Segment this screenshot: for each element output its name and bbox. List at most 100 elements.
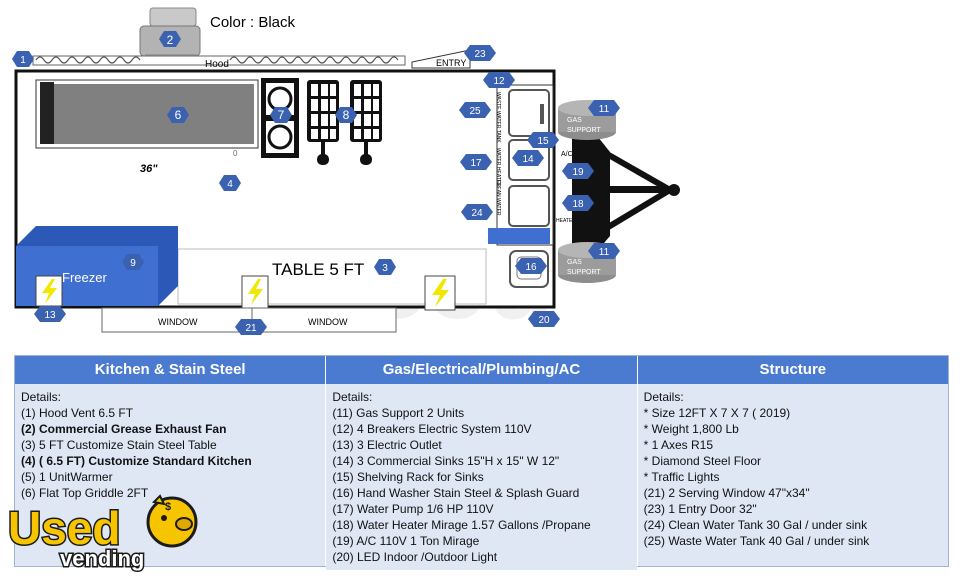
column-header: Gas/Electrical/Plumbing/AC xyxy=(326,356,637,384)
marker-number: 1 xyxy=(20,55,26,66)
spec-line: (20) LED Indoor /Outdoor Light xyxy=(332,550,498,564)
spec-line: (15) Shelving Rack for Sinks xyxy=(332,470,484,484)
marker-badge xyxy=(335,107,357,123)
serving-window xyxy=(101,307,253,333)
marker-number: 11 xyxy=(599,247,610,258)
marker-number: 4 xyxy=(227,179,233,190)
hood-label: Hood xyxy=(205,59,229,70)
outlet-icon xyxy=(241,275,269,309)
marker-number: 9 xyxy=(130,258,136,269)
column-body: Details: (11) Gas Support 2 Units (12) 4 B… xyxy=(326,384,637,570)
spec-line: (13) 3 Electric Outlet xyxy=(332,438,442,452)
spec-line: * Traffic Lights xyxy=(643,470,720,484)
specs-column-gas: Gas/Electrical/Plumbing/AC Details: (11) … xyxy=(326,356,638,570)
water-heater-label: WATER HEATER xyxy=(495,148,501,187)
serving-window xyxy=(251,307,397,333)
color-label: Color : Black xyxy=(210,14,296,31)
marker-number: 16 xyxy=(525,262,537,273)
sink-rack xyxy=(496,84,554,246)
spec-line: Details: xyxy=(332,390,373,404)
used-vending-logo: Used $ vending xyxy=(7,494,198,573)
spec-line: (21) 2 Serving Window 47"x34" xyxy=(643,486,810,500)
spec-line: * Size 12FT X 7 X 7 ( 2019) xyxy=(643,406,791,420)
outlet-icon xyxy=(424,275,456,311)
spec-line: * Weight 1,800 Lb xyxy=(643,422,739,436)
spec-line: (3) 5 FT Customize Stain Steel Table xyxy=(21,438,217,452)
spec-line: (6) Flat Top Griddle 2FT xyxy=(21,486,149,500)
spec-line: (19) A/C 110V 1 Ton Mirage xyxy=(332,534,480,548)
marker-badge xyxy=(167,107,189,123)
outlet-icon xyxy=(35,275,63,307)
spec-line: (24) Clean Water Tank 30 Gal / under sin… xyxy=(643,518,868,532)
marker-badge xyxy=(270,107,292,123)
marker-number: 7 xyxy=(278,108,285,122)
spec-line: (4) ( 6.5 FT) Customize Standard Kitchen xyxy=(21,454,252,468)
spec-line: * 1 Axes R15 xyxy=(643,438,714,452)
griddle-mark: 0 xyxy=(233,149,238,158)
marker-number: 17 xyxy=(470,158,482,169)
column-body: Details: * Size 12FT X 7 X 7 ( 2019) * Wei… xyxy=(637,384,948,566)
marker-number: 21 xyxy=(245,323,257,334)
spec-line: (2) Commercial Grease Exhaust Fan xyxy=(21,422,227,436)
marker-badge xyxy=(12,51,34,67)
water-heater xyxy=(488,228,550,244)
logo-word: Used xyxy=(8,502,120,554)
marker-badge xyxy=(512,150,544,166)
heater-label: HEATER xyxy=(556,218,576,224)
spec-line: (14) 3 Commercial Sinks 15"H x 15" W 12" xyxy=(332,454,560,468)
marker-badge xyxy=(34,306,66,322)
marker-number: 6 xyxy=(175,108,182,122)
marker-number: 13 xyxy=(44,310,56,321)
marker-badge xyxy=(122,254,144,270)
marker-number: 19 xyxy=(572,167,584,178)
spec-line: (17) Water Pump 1/6 HP 110V xyxy=(332,502,494,516)
spec-line: Details: xyxy=(643,390,684,404)
gas-support-label: SUPPORT xyxy=(567,269,601,276)
gas-support-label: SUPPORT xyxy=(567,127,601,134)
marker-badge xyxy=(219,175,241,191)
spec-line: * Diamond Steel Floor xyxy=(643,454,762,468)
specs-table: Kitchen & Stain Steel Details: (1) Hood V… xyxy=(14,355,949,570)
specs-column-structure: Structure Details:* Size 12FT X 7 X 7 ( … xyxy=(637,356,948,566)
entry-label: ENTRY xyxy=(436,58,466,68)
logo-subtitle: vending xyxy=(60,546,144,571)
flat-top-griddle xyxy=(35,79,259,149)
marker-number: 23 xyxy=(474,49,486,60)
spec-line: (11) Gas Support 2 Units xyxy=(332,406,465,420)
marker-badge xyxy=(459,102,491,118)
window-label: WINDOW xyxy=(308,317,348,327)
spec-line: (25) Waste Water Tank 40 Gal / under sin… xyxy=(643,534,870,548)
marker-badge xyxy=(159,31,181,47)
marker-number: 14 xyxy=(522,154,534,165)
spec-line: (16) Hand Washer Stain Steel & Splash Gu… xyxy=(332,486,580,500)
logo-dollar: $ xyxy=(165,501,171,513)
marker-badge xyxy=(562,195,594,211)
marker-badge xyxy=(461,204,493,220)
marker-badge xyxy=(527,132,559,148)
marker-badge xyxy=(588,100,620,116)
spec-line: (18) Water Heater Mirage 1.57 Gallons /P… xyxy=(332,518,591,532)
marker-number: 20 xyxy=(538,315,550,326)
marker-badge xyxy=(464,45,496,61)
spec-line: (1) Hood Vent 6.5 FT xyxy=(21,406,134,420)
fryer-baskets xyxy=(307,80,382,165)
marker-number: 15 xyxy=(537,136,549,147)
pig-icon xyxy=(146,494,198,548)
gas-support-label: GAS xyxy=(567,117,582,124)
window-label: WINDOW xyxy=(158,317,198,327)
ac-label: A/C xyxy=(561,151,573,158)
spec-line: (5) 1 UnitWarmer xyxy=(21,470,113,484)
gas-support-label: GAS xyxy=(567,259,582,266)
clean-tank-label: CLEAN WATER xyxy=(495,180,501,216)
marker-number: 24 xyxy=(471,208,483,219)
marker-number: 12 xyxy=(493,76,505,87)
marker-number: 25 xyxy=(469,106,481,117)
spec-line: Details: xyxy=(21,390,62,404)
marker-badge xyxy=(374,259,396,275)
spec-line: (12) 4 Breakers Electric System 110V xyxy=(332,422,532,436)
marker-badge xyxy=(562,163,594,179)
marker-number: 11 xyxy=(599,104,610,115)
column-header: Kitchen & Stain Steel xyxy=(15,356,326,384)
trailer-floor-plan: Used Color : Black Hood ENTRY 0 36" xyxy=(12,7,680,342)
marker-number: 2 xyxy=(167,33,174,47)
